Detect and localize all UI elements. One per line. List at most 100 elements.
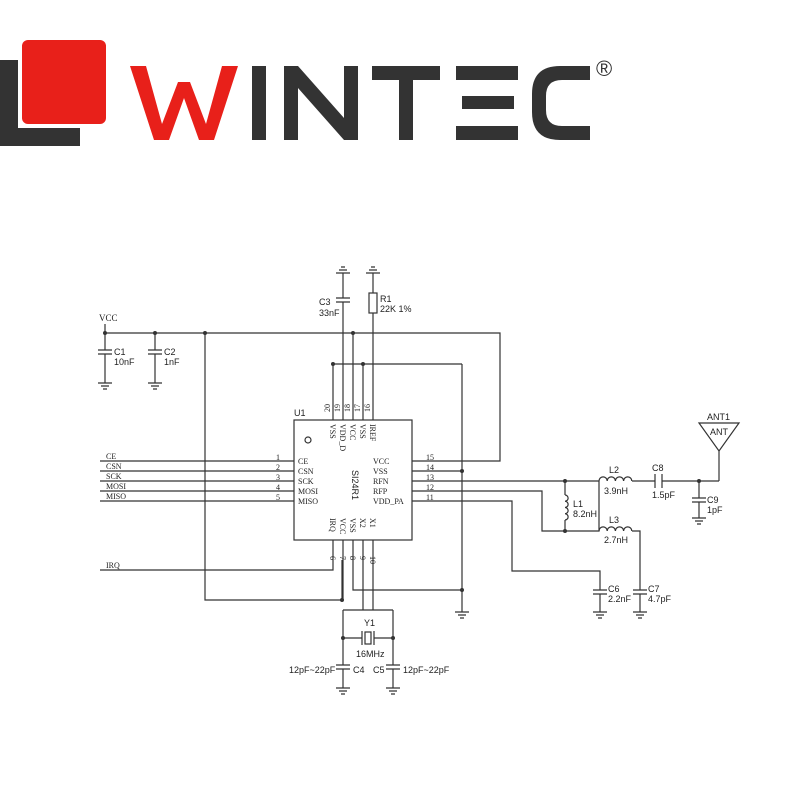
svg-text:19: 19	[333, 404, 342, 412]
svg-text:RFP: RFP	[373, 487, 388, 496]
svg-text:VDD_PA: VDD_PA	[373, 497, 404, 506]
logo-mark-square	[22, 40, 106, 124]
resistor-r1: R1 22K 1%	[366, 266, 412, 420]
svg-text:VDD_D: VDD_D	[338, 424, 347, 451]
svg-text:VCC: VCC	[373, 457, 389, 466]
capacitor-c7: C7 4.7pF	[633, 584, 672, 619]
svg-text:X2: X2	[358, 518, 367, 528]
svg-text:16: 16	[363, 404, 372, 412]
svg-text:2: 2	[276, 463, 280, 472]
svg-text:1.5pF: 1.5pF	[652, 490, 676, 500]
inductor-l1: L1 8.2nH	[564, 494, 597, 521]
svg-text:SCK: SCK	[106, 472, 122, 481]
svg-text:4.7pF: 4.7pF	[648, 594, 672, 604]
svg-text:C8: C8	[652, 463, 664, 473]
chip-left-pins: 1 2 3 4 5 CE CSN SCK MOSI MISO	[276, 453, 318, 506]
schematic: VCC C1 10nF C2 1nF C3 33nF	[98, 266, 741, 695]
capacitor-c9: C9 1pF	[692, 479, 723, 525]
capacitor-c8: C8 1.5pF	[652, 463, 676, 500]
svg-text:2.7nH: 2.7nH	[604, 535, 628, 545]
svg-text:SI24R1: SI24R1	[350, 470, 360, 500]
svg-text:3.9nH: 3.9nH	[604, 486, 628, 496]
inductor-l3: L3 2.7nH	[598, 515, 633, 545]
svg-text:1nF: 1nF	[164, 357, 180, 367]
svg-text:Y1: Y1	[364, 618, 375, 628]
chip-top-pins: 20 19 18 17 16 VSS VDD_D VCC VSS IREF	[323, 404, 377, 451]
svg-text:VCC: VCC	[348, 424, 357, 440]
svg-text:14: 14	[426, 463, 434, 472]
svg-text:CE: CE	[106, 452, 116, 461]
logo-letter-w	[130, 66, 238, 140]
chip-right-pins: VCC VSS RFN RFP VDD_PA 15 14 13 12 11	[373, 453, 434, 506]
svg-text:20: 20	[323, 404, 332, 412]
svg-text:VSS: VSS	[348, 518, 357, 533]
svg-text:VSS: VSS	[373, 467, 388, 476]
spi-bus: CE CSN SCK MOSI MISO	[100, 452, 294, 502]
vdd-pa-net	[412, 500, 601, 590]
svg-text:MISO: MISO	[298, 497, 318, 506]
svg-text:C1: C1	[114, 347, 126, 357]
svg-text:16MHz: 16MHz	[356, 649, 385, 659]
svg-text:IRQ: IRQ	[328, 518, 337, 532]
svg-text:VCC: VCC	[338, 518, 347, 534]
svg-text:C2: C2	[164, 347, 176, 357]
svg-text:13: 13	[426, 473, 434, 482]
svg-text:SCK: SCK	[298, 477, 314, 486]
svg-text:C5: C5	[373, 665, 385, 675]
svg-text:3: 3	[276, 473, 280, 482]
inductor-l2: L2 3.9nH	[598, 465, 633, 496]
antenna-ant1: ANT1 ANT	[697, 412, 741, 481]
svg-text:CSN: CSN	[106, 462, 122, 471]
logo-letter-i	[252, 66, 266, 140]
svg-text:C4: C4	[353, 665, 365, 675]
svg-text:22K 1%: 22K 1%	[380, 304, 412, 314]
logo-letter-c	[532, 66, 590, 140]
svg-text:C3: C3	[319, 297, 331, 307]
crystal-y1: Y1 16MHz	[341, 609, 395, 665]
svg-text:ANT1: ANT1	[707, 412, 730, 422]
capacitor-c4: 12pF~22pF C4	[289, 664, 365, 695]
svg-text:4: 4	[276, 483, 280, 492]
svg-text:C6: C6	[608, 584, 620, 594]
svg-text:CSN: CSN	[298, 467, 314, 476]
svg-text:L2: L2	[609, 465, 619, 475]
rfp-net	[412, 481, 641, 590]
svg-text:17: 17	[353, 404, 362, 412]
svg-text:10nF: 10nF	[114, 357, 135, 367]
svg-text:C9: C9	[707, 495, 719, 505]
svg-text:11: 11	[426, 493, 434, 502]
capacitor-c6: C6 2.2nF	[593, 584, 632, 619]
svg-text:L3: L3	[609, 515, 619, 525]
logo-letter-n	[284, 66, 358, 140]
logo-letter-e	[456, 66, 518, 140]
logo-mark-frame	[0, 60, 80, 146]
svg-text:X1: X1	[368, 518, 377, 528]
svg-text:VSS: VSS	[358, 424, 367, 439]
logo-letter-t	[372, 66, 440, 140]
capacitor-c1: C1 10nF	[98, 333, 135, 390]
svg-text:U1: U1	[294, 408, 306, 418]
capacitor-c3: C3 33nF	[319, 266, 350, 420]
logo-registered-mark: ®	[596, 56, 612, 81]
svg-text:RFN: RFN	[373, 477, 389, 486]
svg-text:R1: R1	[380, 294, 392, 304]
svg-text:IREF: IREF	[368, 424, 377, 442]
svg-text:1: 1	[276, 453, 280, 462]
svg-text:1pF: 1pF	[707, 505, 723, 515]
vcc-net-label: VCC	[99, 313, 118, 323]
svg-text:ANT: ANT	[710, 427, 729, 437]
vcc-rail	[104, 324, 501, 462]
svg-text:18: 18	[343, 404, 352, 412]
svg-text:33nF: 33nF	[319, 308, 340, 318]
svg-text:IRQ: IRQ	[106, 561, 120, 570]
svg-text:VSS: VSS	[328, 424, 337, 439]
svg-text:MOSI: MOSI	[298, 487, 318, 496]
svg-text:12pF~22pF: 12pF~22pF	[289, 665, 336, 675]
svg-text:L1: L1	[573, 499, 583, 509]
svg-text:2.2nF: 2.2nF	[608, 594, 632, 604]
svg-text:5: 5	[276, 493, 280, 502]
svg-text:15: 15	[426, 453, 434, 462]
capacitor-c2: C2 1nF	[148, 333, 180, 390]
svg-text:CE: CE	[298, 457, 308, 466]
